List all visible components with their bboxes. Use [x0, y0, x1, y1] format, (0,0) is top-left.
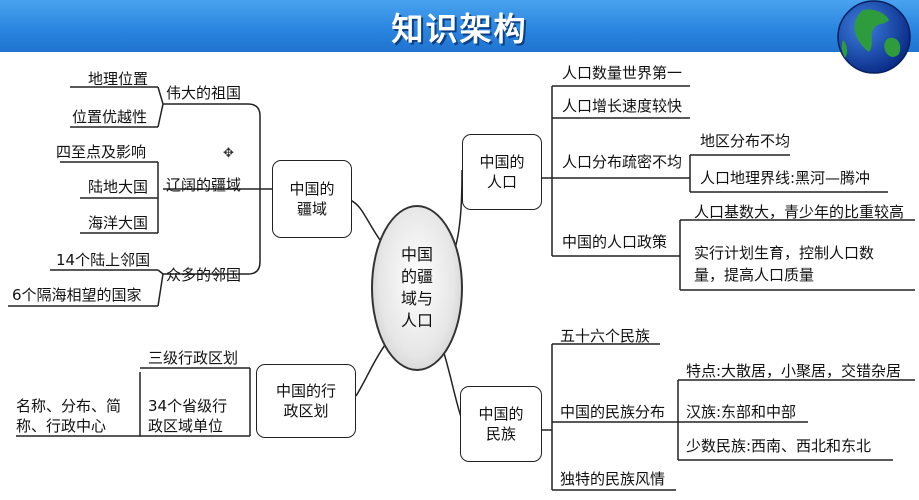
extreme-points: 四至点及影响	[56, 143, 147, 161]
han-distribution: 汉族:东部和中部	[686, 403, 797, 421]
vast-territory-label: 辽阔的疆域	[166, 176, 242, 194]
admin-node: 中国的行 政区划	[256, 364, 356, 438]
central-node: 中国 的疆 域与 人口	[371, 205, 463, 371]
minority-distribution: 少数民族:西南、西北和东北	[686, 437, 872, 455]
page-title: 知识架构	[391, 10, 528, 48]
three-levels: 三级行政区划	[148, 349, 239, 367]
population-growth: 人口增长速度较快	[562, 97, 683, 115]
neighbors-label: 众多的邻国	[166, 266, 242, 284]
provinces-34: 34个省级行 政区域单位	[148, 397, 228, 435]
population-distribution: 人口分布疏密不均	[562, 153, 683, 171]
ethnic-node: 中国的 民族	[460, 386, 542, 462]
land-power: 陆地大国	[88, 178, 149, 196]
geo-location: 地理位置	[88, 70, 149, 88]
land-neighbors: 14个陆上邻国	[56, 251, 151, 269]
territory-node: 中国的 疆域	[272, 160, 352, 238]
sea-neighbors: 6个隔海相望的国家	[12, 286, 142, 304]
population-first: 人口数量世界第一	[562, 64, 683, 82]
fifty-six-ethnic: 五十六个民族	[560, 327, 651, 345]
mouse-cursor-icon: ✥	[223, 146, 234, 161]
provinces-detail: 名称、分布、简 称、行政中心	[16, 397, 122, 435]
ocean-power: 海洋大国	[88, 214, 149, 232]
ethnic-distribution: 中国的民族分布	[560, 403, 666, 421]
location-advantage: 位置优越性	[72, 108, 148, 126]
globe-icon	[837, 0, 911, 74]
regional-distribution: 地区分布不均	[700, 132, 791, 150]
heihe-tengchong-line: 人口地理界线:黑河—腾冲	[700, 169, 871, 187]
great-country-label: 伟大的祖国	[166, 84, 242, 102]
population-policy: 中国的人口政策	[562, 233, 668, 251]
ethnic-customs: 独特的民族风情	[560, 470, 666, 488]
title-banner: 知识架构	[0, 0, 919, 52]
family-planning: 实行计划生育，控制人口数 量，提高人口质量	[694, 244, 875, 284]
population-base: 人口基数大，青少年的比重较高	[694, 203, 905, 221]
distribution-feature: 特点:大散居，小聚居，交错杂居	[686, 362, 902, 380]
population-node: 中国的 人口	[462, 134, 542, 210]
